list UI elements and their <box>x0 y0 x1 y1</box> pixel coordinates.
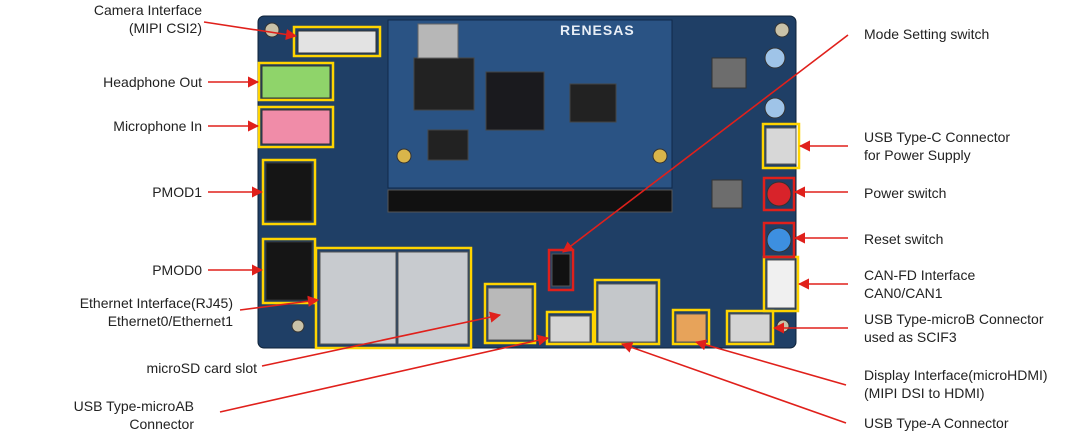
label-usb-c: USB Type-C Connector for Power Supply <box>864 128 1010 164</box>
label-mode-switch-line1: Mode Setting switch <box>864 26 990 42</box>
microhdmi-port <box>675 313 707 343</box>
som-brand-text: RENESAS <box>560 22 635 38</box>
callout-arrows <box>203 21 849 424</box>
label-usb-microab: USB Type-microAB Connector <box>74 397 194 433</box>
arrow-ethernet <box>239 295 320 311</box>
capacitor <box>764 97 786 119</box>
label-usb-a-line1: USB Type-A Connector <box>864 415 1009 431</box>
arrow-display <box>694 339 847 386</box>
mounting-hole <box>776 319 790 333</box>
label-usb-c-line2: for Power Supply <box>864 147 971 163</box>
module-hole <box>396 148 412 164</box>
pmod0-header <box>265 241 313 301</box>
label-camera-line1: Camera Interface <box>93 2 202 18</box>
highlight-mode-switch <box>547 248 575 292</box>
rj45-jack-1 <box>397 251 469 345</box>
camera-connector <box>297 30 377 54</box>
highlight-microsd <box>483 282 537 345</box>
pmod1-header <box>265 162 313 222</box>
microsd-slot <box>487 287 533 341</box>
label-canfd-line2: CAN0/CAN1 <box>864 285 943 301</box>
rj45-jack-0 <box>319 251 397 345</box>
sd-holder <box>417 23 459 59</box>
label-ethernet-line1: Ethernet Interface(RJ45) <box>79 295 233 311</box>
label-usb-c-line1: USB Type-C Connector <box>864 129 1011 145</box>
label-display-line2: (MIPI DSI to HDMI) <box>864 385 985 401</box>
label-pmod1: PMOD1 <box>152 183 202 201</box>
label-display-line1: Display Interface(microHDMI) <box>864 367 1048 383</box>
usb-c-port <box>765 127 797 165</box>
headphone-jack <box>261 65 331 99</box>
highlight-camera <box>292 25 382 58</box>
label-ethernet-line2: Ethernet0/Ethernet1 <box>107 313 233 329</box>
label-display: Display Interface(microHDMI) (MIPI DSI t… <box>864 366 1048 402</box>
label-microphone-line1: Microphone In <box>113 118 202 134</box>
label-microsd: microSD card slot <box>147 359 257 377</box>
label-power-switch: Power switch <box>864 184 946 202</box>
module-hole <box>652 148 668 164</box>
canfd-connector <box>766 259 796 309</box>
highlight-display <box>671 308 711 346</box>
memory-chip <box>413 57 475 111</box>
capacitor <box>764 47 786 69</box>
label-camera: Camera Interface (MIPI CSI2) <box>94 1 202 37</box>
power-button <box>766 181 792 207</box>
arrow-microsd <box>261 311 502 367</box>
label-camera-line2: (MIPI CSI2) <box>128 20 202 36</box>
label-usb-microab-line1: USB Type-microAB <box>73 398 194 414</box>
label-reset-switch: Reset switch <box>864 230 943 248</box>
label-ethernet: Ethernet Interface(RJ45) Ethernet0/Ether… <box>80 294 233 330</box>
label-canfd-line1: CAN-FD Interface <box>864 267 976 283</box>
label-usb-microab-line2: Connector <box>129 416 194 432</box>
mounting-hole <box>264 22 280 38</box>
label-reset-switch-line1: Reset switch <box>864 231 944 247</box>
arrow-usb-microab <box>219 334 550 413</box>
label-pmod0: PMOD0 <box>152 261 202 279</box>
pmic-chip <box>569 83 617 123</box>
label-canfd: CAN-FD Interface CAN0/CAN1 <box>864 266 975 302</box>
label-usb-a: USB Type-A Connector <box>864 414 1008 432</box>
usb-microab-port <box>549 315 591 343</box>
arrow-usb-a <box>620 342 847 424</box>
mounting-hole <box>291 319 305 333</box>
mounting-hole <box>774 22 790 38</box>
label-usb-microb: USB Type-microB Connector used as SCIF3 <box>864 310 1043 346</box>
label-mode-switch: Mode Setting switch <box>864 25 989 43</box>
label-power-switch-line1: Power switch <box>864 185 947 201</box>
usb-a-port <box>597 283 657 343</box>
flash-chip <box>427 129 469 161</box>
label-microsd-line1: microSD card slot <box>146 360 257 376</box>
label-headphone-line1: Headphone Out <box>103 74 202 90</box>
label-usb-microb-line2: used as SCIF3 <box>864 329 957 345</box>
mic-jack <box>261 109 331 145</box>
inductor <box>711 57 747 89</box>
inductor <box>711 179 743 209</box>
soc-chip <box>485 71 545 131</box>
label-headphone: Headphone Out <box>103 73 202 91</box>
label-pmod0-line1: PMOD0 <box>152 262 202 278</box>
label-pmod1-line1: PMOD1 <box>152 184 202 200</box>
usb-microb-port <box>729 313 771 343</box>
b2b-connector <box>387 189 673 213</box>
label-microphone: Microphone In <box>113 117 202 135</box>
arrow-camera <box>203 21 298 41</box>
mode-switch <box>551 253 571 287</box>
reset-button <box>766 227 792 253</box>
label-usb-microb-line1: USB Type-microB Connector <box>864 311 1044 327</box>
highlight-usb-microab <box>545 310 595 346</box>
arrow-mode-switch <box>562 34 849 253</box>
